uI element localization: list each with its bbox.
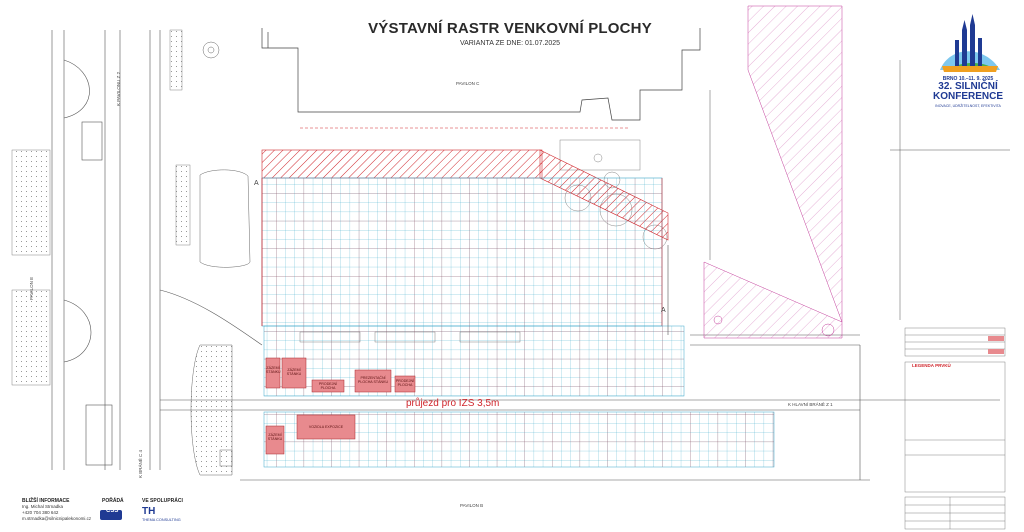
road-label-main-gate: K HLAVNÍ BRÁNĚ Z 1 bbox=[788, 402, 833, 407]
road-label-pavilon: K PAVILONU Z 2 bbox=[116, 71, 121, 106]
booth-1 bbox=[265, 357, 281, 389]
event-name-line2: KONFERENCE bbox=[932, 91, 1003, 102]
road-label-brana-c: K BRÁNĚ C 4 bbox=[138, 449, 143, 478]
legend-title: LEGENDA PRVKŮ bbox=[912, 363, 951, 368]
footer-partner-heading: VE SPOLUPRÁCI bbox=[142, 498, 183, 504]
page-subtitle: VARIANTA ZE DNE: 01.07.2025 bbox=[459, 40, 561, 47]
footer-organizer-heading: POŘÁDÁ bbox=[102, 498, 124, 504]
organizer-logo-text: CSS bbox=[106, 508, 119, 514]
booths bbox=[265, 357, 416, 455]
partner-logo-text: TH bbox=[142, 506, 156, 517]
footer-info-name: Ing. Michal Strnadka bbox=[22, 504, 64, 509]
footer-info-email[interactable]: m.strnadka@silnicnipalekonomi.cz bbox=[22, 516, 92, 521]
footer-info-phone: +420 704 380 642 bbox=[22, 510, 59, 515]
booth-label-7: VOZIDLA EXPOZICE bbox=[308, 425, 344, 429]
hatched-strip bbox=[261, 149, 543, 179]
event-logo-graphic bbox=[940, 14, 1000, 72]
partner-name: THEMA CONSULTING bbox=[142, 518, 181, 522]
section-mark-right: A bbox=[661, 307, 666, 314]
booth-4 bbox=[354, 369, 392, 393]
footer-info: BLIŽŠÍ INFORMACE Ing. Michal Strnadka +4… bbox=[22, 498, 91, 522]
organizer-logo bbox=[100, 510, 122, 520]
event-name-line1: 32. SILNIČNÍ bbox=[938, 81, 998, 92]
footer-organizer: POŘÁDÁ CSS bbox=[102, 498, 124, 514]
booth-2 bbox=[281, 357, 307, 389]
pink-zone-lower bbox=[703, 261, 843, 339]
title-block bbox=[904, 327, 1006, 530]
footer-info-heading: BLIŽŠÍ INFORMACE bbox=[22, 498, 70, 504]
event-dates: BRNO 10.–11. 9. 2025 bbox=[942, 76, 994, 82]
booth-7 bbox=[296, 414, 356, 440]
footer-partner: VE SPOLUPRÁCI TH THEMA CONSULTING bbox=[142, 498, 183, 523]
page-title: VÝSTAVNÍ RASTR VENKOVNÍ PLOCHY bbox=[368, 20, 652, 37]
passage-note: průjezd pro IZS 3,5m bbox=[406, 398, 500, 409]
pavilon-c-label: PAVILON C bbox=[456, 81, 480, 86]
event-logo: BRNO 10.–11. 9. 2025 32. SILNIČNÍ KONFER… bbox=[926, 74, 1010, 108]
left-street bbox=[51, 30, 161, 470]
event-tagline: INOVACE, UDRŽITELNOST, EFEKTIVITA bbox=[935, 104, 1001, 108]
left-trees bbox=[11, 29, 191, 386]
booth-5 bbox=[394, 375, 416, 393]
pavilon-c-outline bbox=[261, 28, 701, 121]
pavilon-e-label: PAVILON E bbox=[29, 276, 34, 300]
pavilon-b-label: PAVILON B bbox=[460, 503, 484, 508]
booth-6 bbox=[265, 425, 285, 455]
booth-3 bbox=[311, 379, 345, 393]
pink-zone-upper bbox=[747, 5, 843, 323]
section-mark-left: A bbox=[254, 180, 259, 187]
